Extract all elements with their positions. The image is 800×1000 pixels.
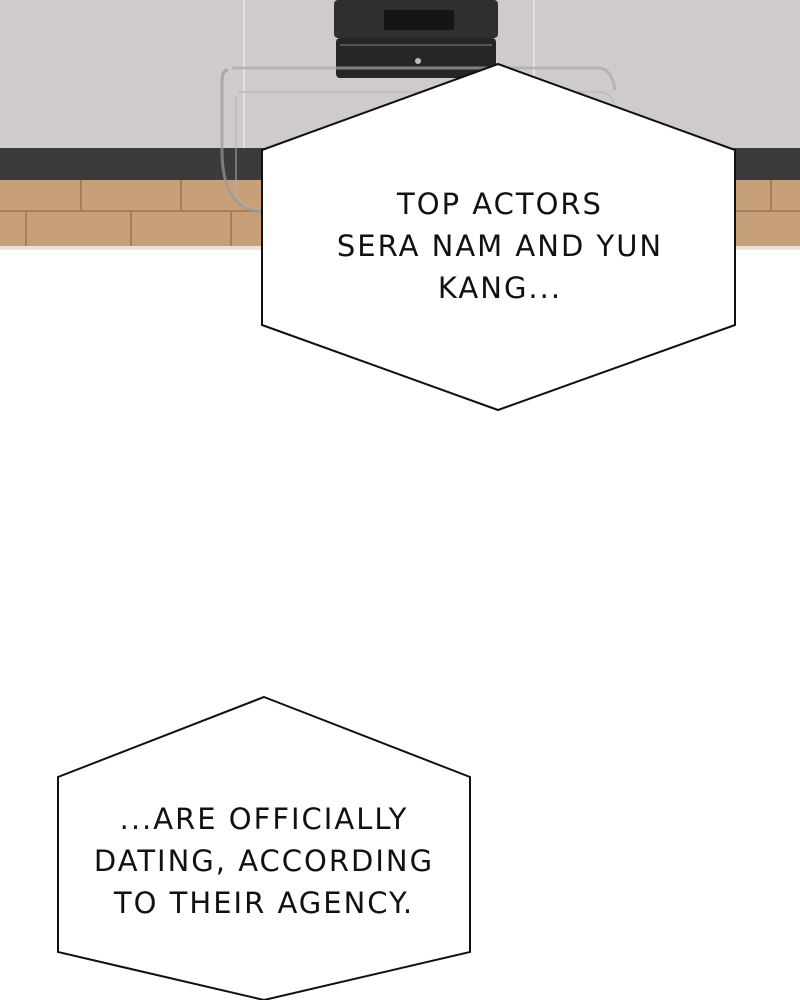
- speech-bubble-top-text: TOP ACTORS SERA NAM AND YUN KANG...: [300, 183, 700, 309]
- speech-line: TO THEIR AGENCY.: [113, 886, 415, 920]
- speech-line: ...ARE OFFICIALLY: [119, 802, 409, 836]
- speech-line: KANG...: [437, 271, 563, 305]
- wall-seam: [243, 0, 245, 150]
- speech-line: TOP ACTORS: [397, 187, 603, 221]
- speech-line: DATING, ACCORDING: [93, 844, 435, 878]
- speech-line: SERA NAM AND YUN: [336, 229, 664, 263]
- speech-bubble-bottom-text: ...ARE OFFICIALLY DATING, ACCORDING TO T…: [78, 798, 450, 924]
